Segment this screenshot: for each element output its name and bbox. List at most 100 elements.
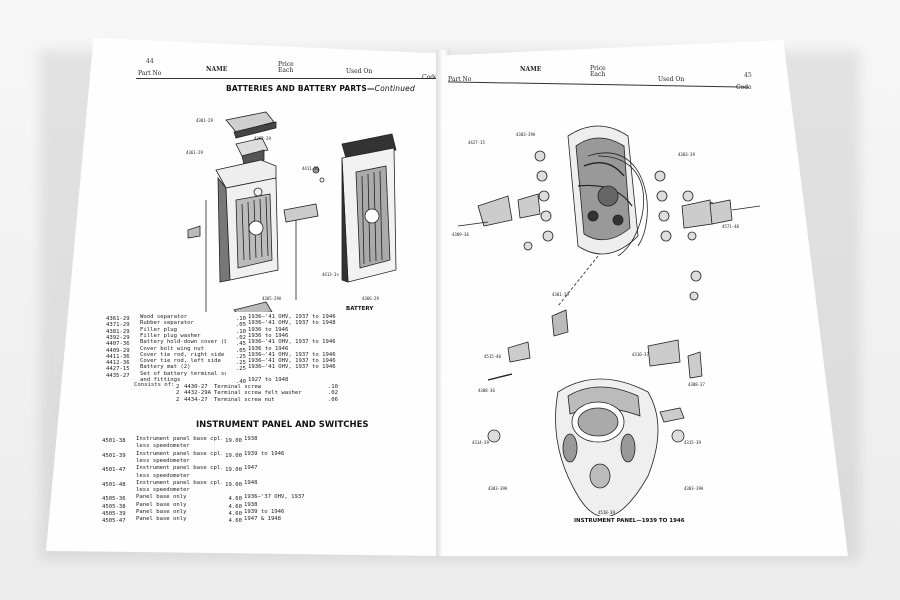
part-price: .25: [235, 360, 246, 367]
parts-row: less speedometer: [102, 458, 356, 466]
part-used-on: 1927 to 1948: [248, 377, 289, 383]
header-code: Code: [422, 74, 438, 81]
consists-name: Terminal screw: [214, 384, 262, 390]
part-used-on: 1947: [244, 465, 258, 472]
part-used-on: 1936 to 1946: [248, 332, 289, 339]
right-page-number: 45: [744, 72, 752, 79]
part-name: Rubber separator: [140, 320, 194, 327]
parts-row: less speedometer: [102, 443, 356, 451]
part-number: 4435-27: [106, 372, 130, 379]
part-used-on: 1939 to 1946: [244, 450, 285, 457]
svg-text:4315-39: 4315-39: [684, 440, 701, 445]
part-price: 19.00: [225, 481, 242, 488]
part-name: Battery hold-down cover (black): [140, 339, 226, 346]
consists-qty: 2: [176, 384, 180, 390]
consists-part: 4432-29A: [184, 390, 211, 397]
header-part-no: Part No: [138, 70, 162, 77]
parts-row: less speedometer: [102, 487, 356, 495]
left-page-number: 44: [146, 58, 154, 65]
part-number: 4501-48: [102, 481, 126, 488]
svg-text:4515-40: 4515-40: [484, 354, 501, 359]
part-used-on: 1947 & 1948: [244, 516, 282, 523]
consists-name: Terminal screw felt washer: [214, 390, 302, 397]
part-used-on: 1936 to 1946: [248, 345, 289, 352]
part-number: 4505-47: [102, 518, 126, 525]
part-used-on: 1936—'41 OHV, 1937 to 1946: [248, 314, 336, 320]
header-part-no-right: Part No: [448, 76, 472, 83]
part-used-on: 1938: [244, 501, 258, 508]
consists-price: .10: [327, 384, 338, 390]
consists-row: 2 4434-27 Terminal screw nut .06: [176, 397, 338, 403]
consists-qty: 2: [176, 396, 180, 403]
part-price: .40: [235, 379, 246, 385]
header-name-right: NAME: [520, 66, 542, 73]
part-used-on: 1938: [244, 436, 258, 442]
header-used-on: Used On: [346, 68, 373, 75]
svg-text:4413-3s: 4413-3s: [322, 272, 339, 277]
part-name: Filler plug: [140, 326, 178, 333]
part-price: 19.00: [225, 467, 242, 474]
part-number: 4505-36: [102, 496, 126, 503]
part-number: 4501-47: [102, 467, 126, 474]
svg-text:4303-39: 4303-39: [678, 152, 695, 157]
part-name: Instrument panel base cpl.: [136, 450, 222, 457]
svg-text:4308-37: 4308-37: [688, 382, 705, 387]
svg-text:4361-29: 4361-29: [186, 150, 203, 155]
part-number: 4409-29: [106, 347, 130, 354]
part-price: 4.60: [228, 518, 242, 525]
consists-part: 4434-27: [184, 396, 208, 403]
left-page: 44 Part No NAME Price Each Used On Code …: [46, 38, 442, 556]
part-used-on: 1939 to 1946: [244, 509, 285, 515]
consists-of-label: Consists of:: [134, 382, 175, 388]
consists-part: 4430-27: [184, 384, 208, 390]
header-price-each-right: Price Each: [590, 65, 606, 78]
part-number: 4411-36: [106, 353, 130, 360]
svg-text:4571-40: 4571-40: [722, 224, 739, 229]
svg-text:4411-36: 4411-36: [302, 166, 319, 171]
consists-price: .06: [327, 396, 338, 403]
part-name: and fittings: [140, 377, 181, 383]
part-used-on: 1948: [244, 479, 258, 486]
instrument-figure-caption: INSTRUMENT PANEL—1939 TO 1946: [574, 518, 685, 524]
part-used-on: 1936—'41 OHV, 1937 to 1948: [248, 320, 336, 327]
part-number: 4361-29: [106, 316, 130, 322]
svg-text:4308-36: 4308-36: [478, 388, 495, 393]
svg-text:4316-37: 4316-37: [632, 352, 649, 357]
part-name: Panel base only: [136, 494, 187, 501]
svg-text:4381-29: 4381-29: [196, 118, 213, 123]
svg-text:4303-39A: 4303-39A: [516, 132, 536, 137]
part-name: less speedometer: [136, 457, 190, 464]
header-rule-right: [448, 81, 748, 88]
part-used-on: 1936—'41 OHV, 1937 to 1946: [248, 339, 336, 346]
part-price: 19.00: [225, 438, 242, 444]
consists-name: Terminal screw nut: [214, 396, 275, 403]
right-page: Part No NAME Price Each Used On Code 45: [444, 40, 848, 556]
part-number: 4505-39: [102, 511, 126, 517]
part-used-on: 1936—'37 OHV, 1937: [244, 494, 305, 501]
consists-price: .02: [327, 390, 338, 397]
part-price: .25: [235, 353, 246, 360]
battery-section-title: BATTERIES AND BATTERY PARTS—Continued: [226, 84, 415, 93]
part-price: .45: [235, 341, 246, 348]
part-name: Panel base only: [136, 501, 187, 508]
parts-row: less speedometer: [102, 473, 356, 481]
part-number: 4407-36: [106, 341, 130, 348]
part-number: 4381-29: [106, 328, 130, 335]
part-number: 4371-29: [106, 322, 130, 329]
